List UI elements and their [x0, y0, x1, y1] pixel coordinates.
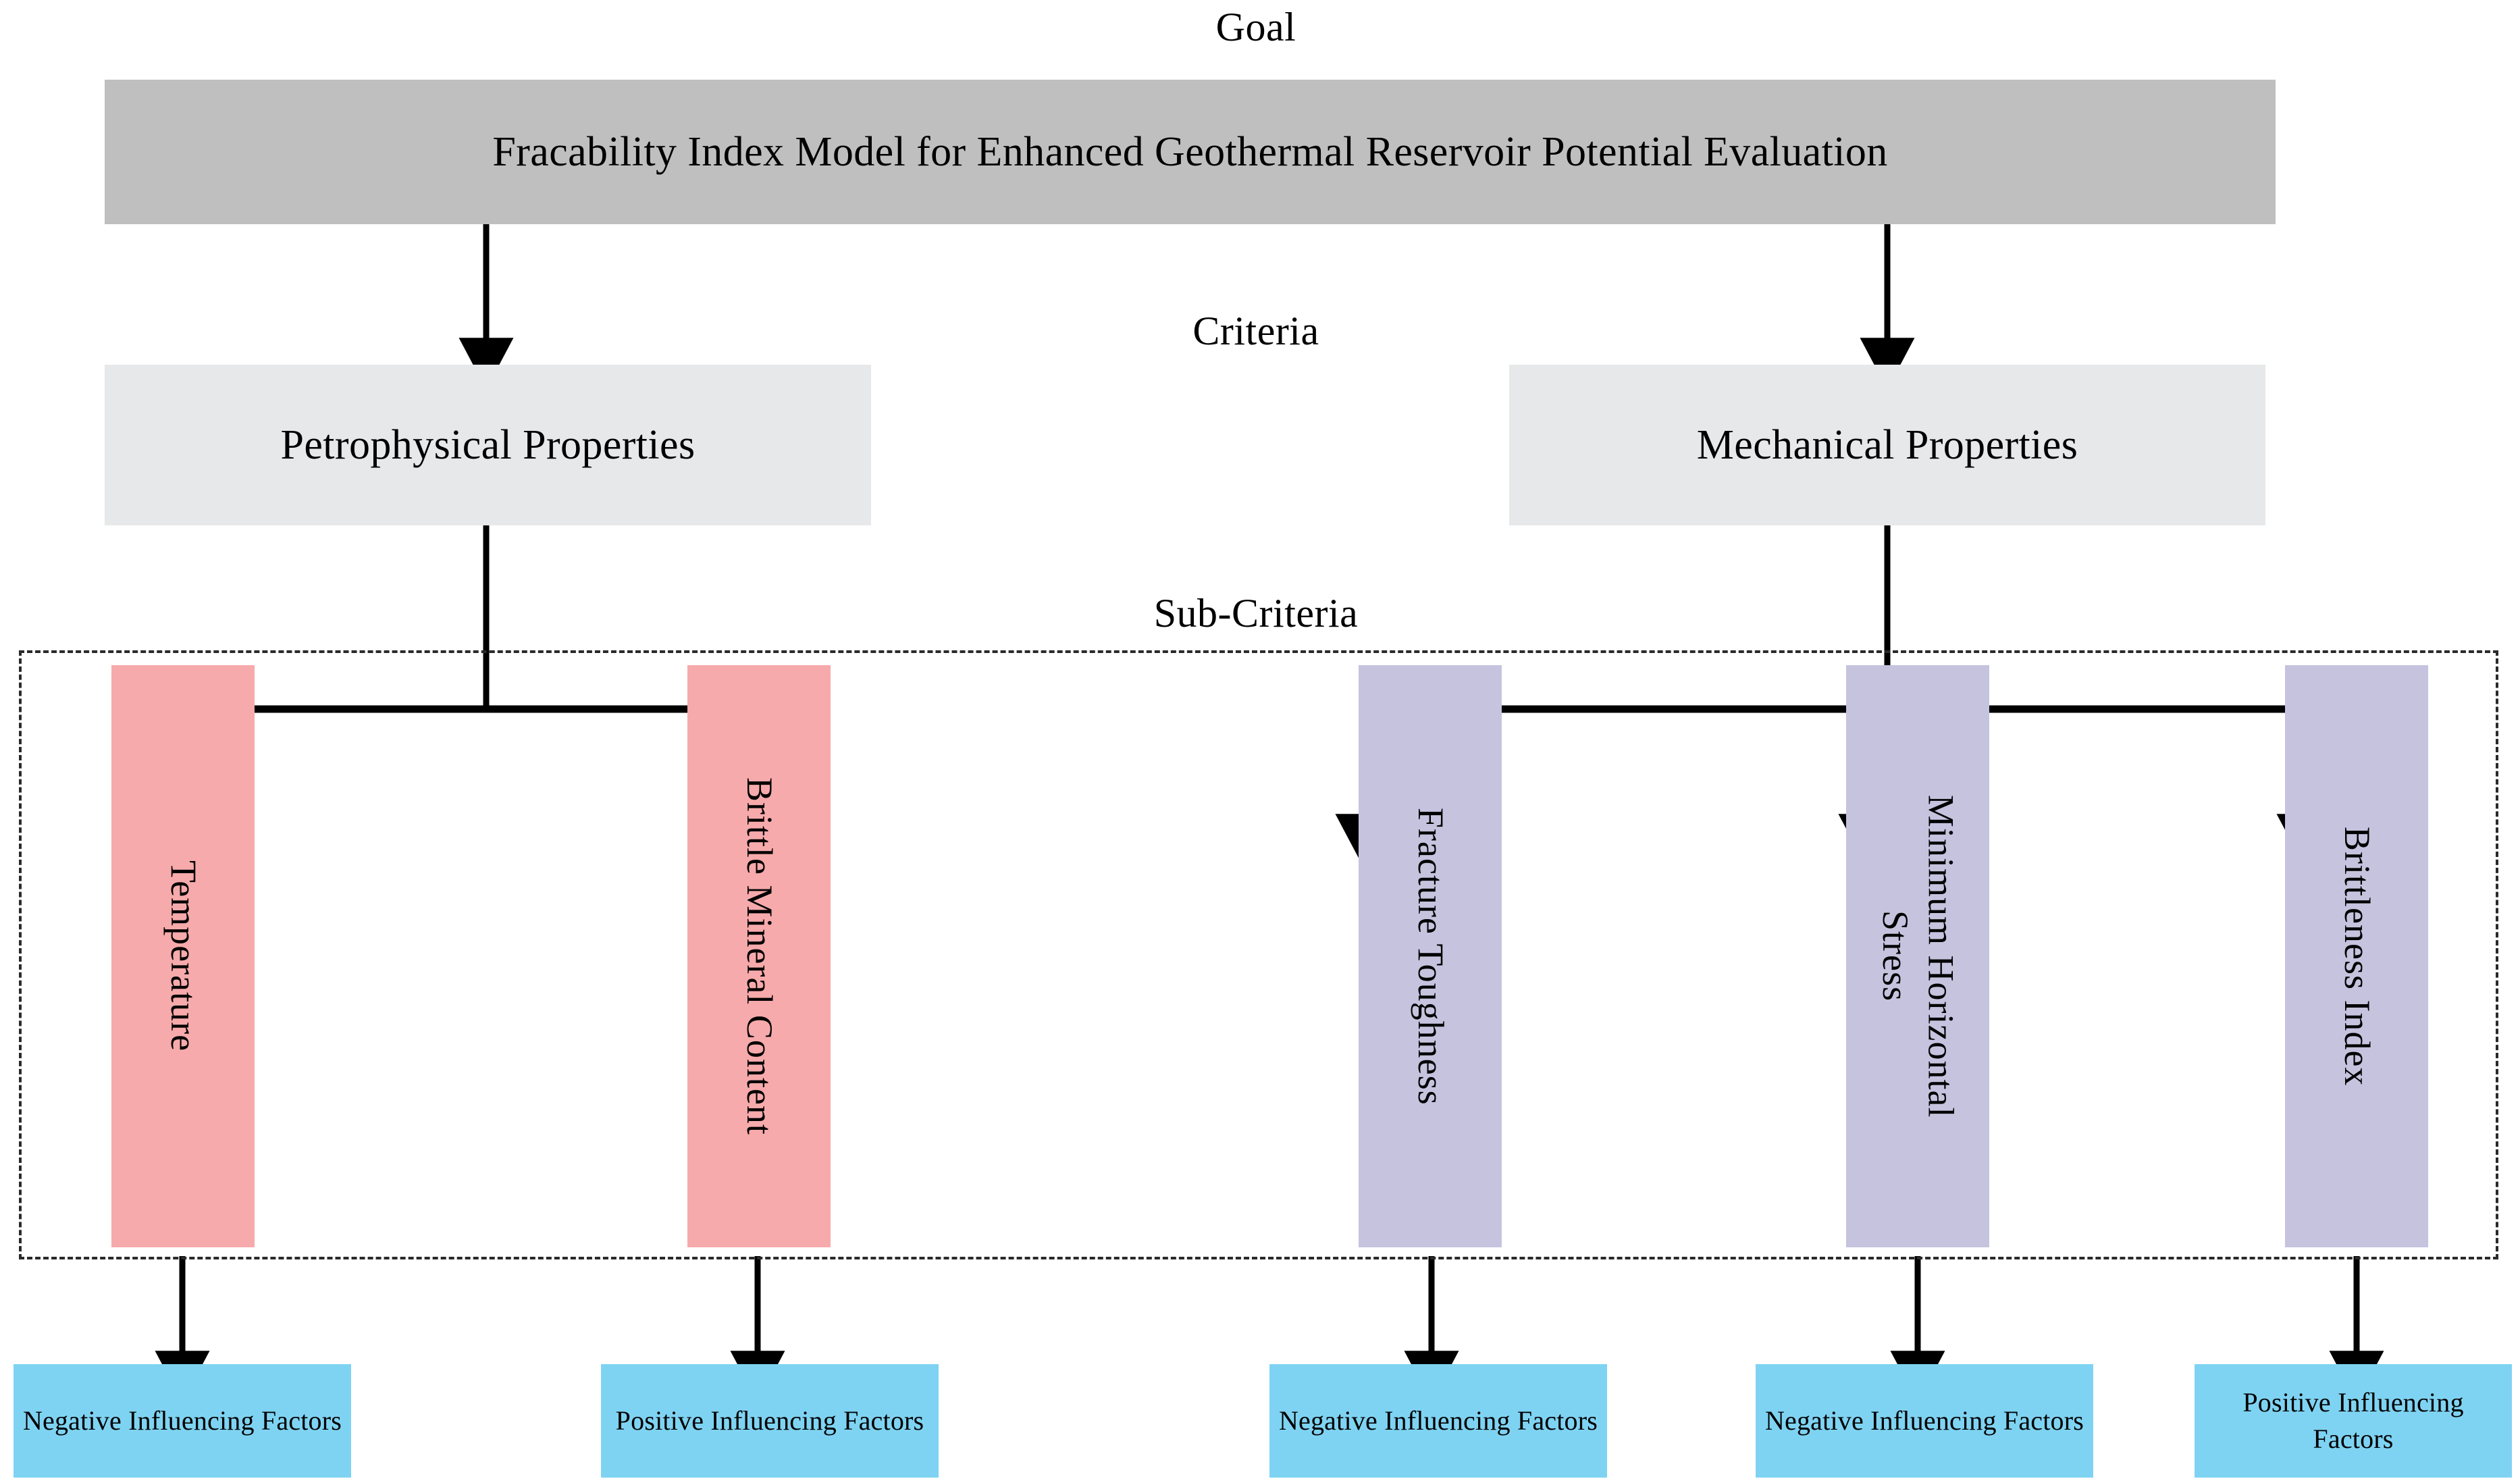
- level-label-goal: Goal: [1215, 5, 1296, 49]
- influence-box-negative-temperature[interactable]: Negative Influencing Factors: [14, 1364, 351, 1478]
- influence-box-negative-min-horizontal-stress[interactable]: Negative Influencing Factors: [1756, 1364, 2093, 1478]
- influence-label: Positive Influencing Factors: [615, 1405, 924, 1436]
- level-label-sub-criteria: Sub-Criteria: [1153, 591, 1359, 635]
- criteria-label: Mechanical Properties: [1696, 421, 2078, 468]
- level-label-criteria: Criteria: [1192, 309, 1319, 353]
- sub-criteria-frame: [19, 650, 2498, 1259]
- criteria-box-mechanical-properties[interactable]: Mechanical Properties: [1509, 365, 2265, 525]
- sub-criteria-brittle-mineral-content[interactable]: Brittle Mineral Content: [687, 665, 831, 1247]
- influence-box-positive-brittle-mineral[interactable]: Positive Influencing Factors: [601, 1364, 939, 1478]
- sub-criteria-brittleness-index[interactable]: Brittleness Index: [2285, 665, 2428, 1247]
- goal-title: Fracability Index Model for Enhanced Geo…: [492, 128, 1888, 175]
- influence-label: Negative Influencing Factors: [1764, 1405, 2084, 1436]
- goal-box[interactable]: Fracability Index Model for Enhanced Geo…: [105, 80, 2276, 224]
- influence-box-negative-fracture-toughness[interactable]: Negative Influencing Factors: [1269, 1364, 1607, 1478]
- influence-box-positive-brittleness-index[interactable]: Positive Influencing Factors: [2195, 1364, 2512, 1478]
- influence-label: Negative Influencing Factors: [22, 1405, 342, 1436]
- sub-criteria-fracture-toughness[interactable]: Fracture Toughness: [1359, 665, 1502, 1247]
- criteria-box-petrophysical-properties[interactable]: Petrophysical Properties: [105, 365, 871, 525]
- sub-criteria-label: Minimum Horizontal Stress: [1875, 794, 1962, 1118]
- sub-criteria-label: Temperature: [163, 860, 204, 1052]
- criteria-label: Petrophysical Properties: [280, 421, 695, 468]
- sub-criteria-label: Brittle Mineral Content: [739, 777, 780, 1135]
- influence-label: Negative Influencing Factors: [1278, 1405, 1598, 1436]
- sub-criteria-label: Brittleness Index: [2336, 826, 2378, 1087]
- sub-criteria-minimum-horizontal-stress[interactable]: Minimum Horizontal Stress: [1846, 665, 1989, 1247]
- influence-label: Positive Influencing Factors: [2242, 1387, 2464, 1454]
- sub-criteria-temperature[interactable]: Temperature: [111, 665, 255, 1247]
- sub-criteria-label: Fracture Toughness: [1410, 807, 1451, 1105]
